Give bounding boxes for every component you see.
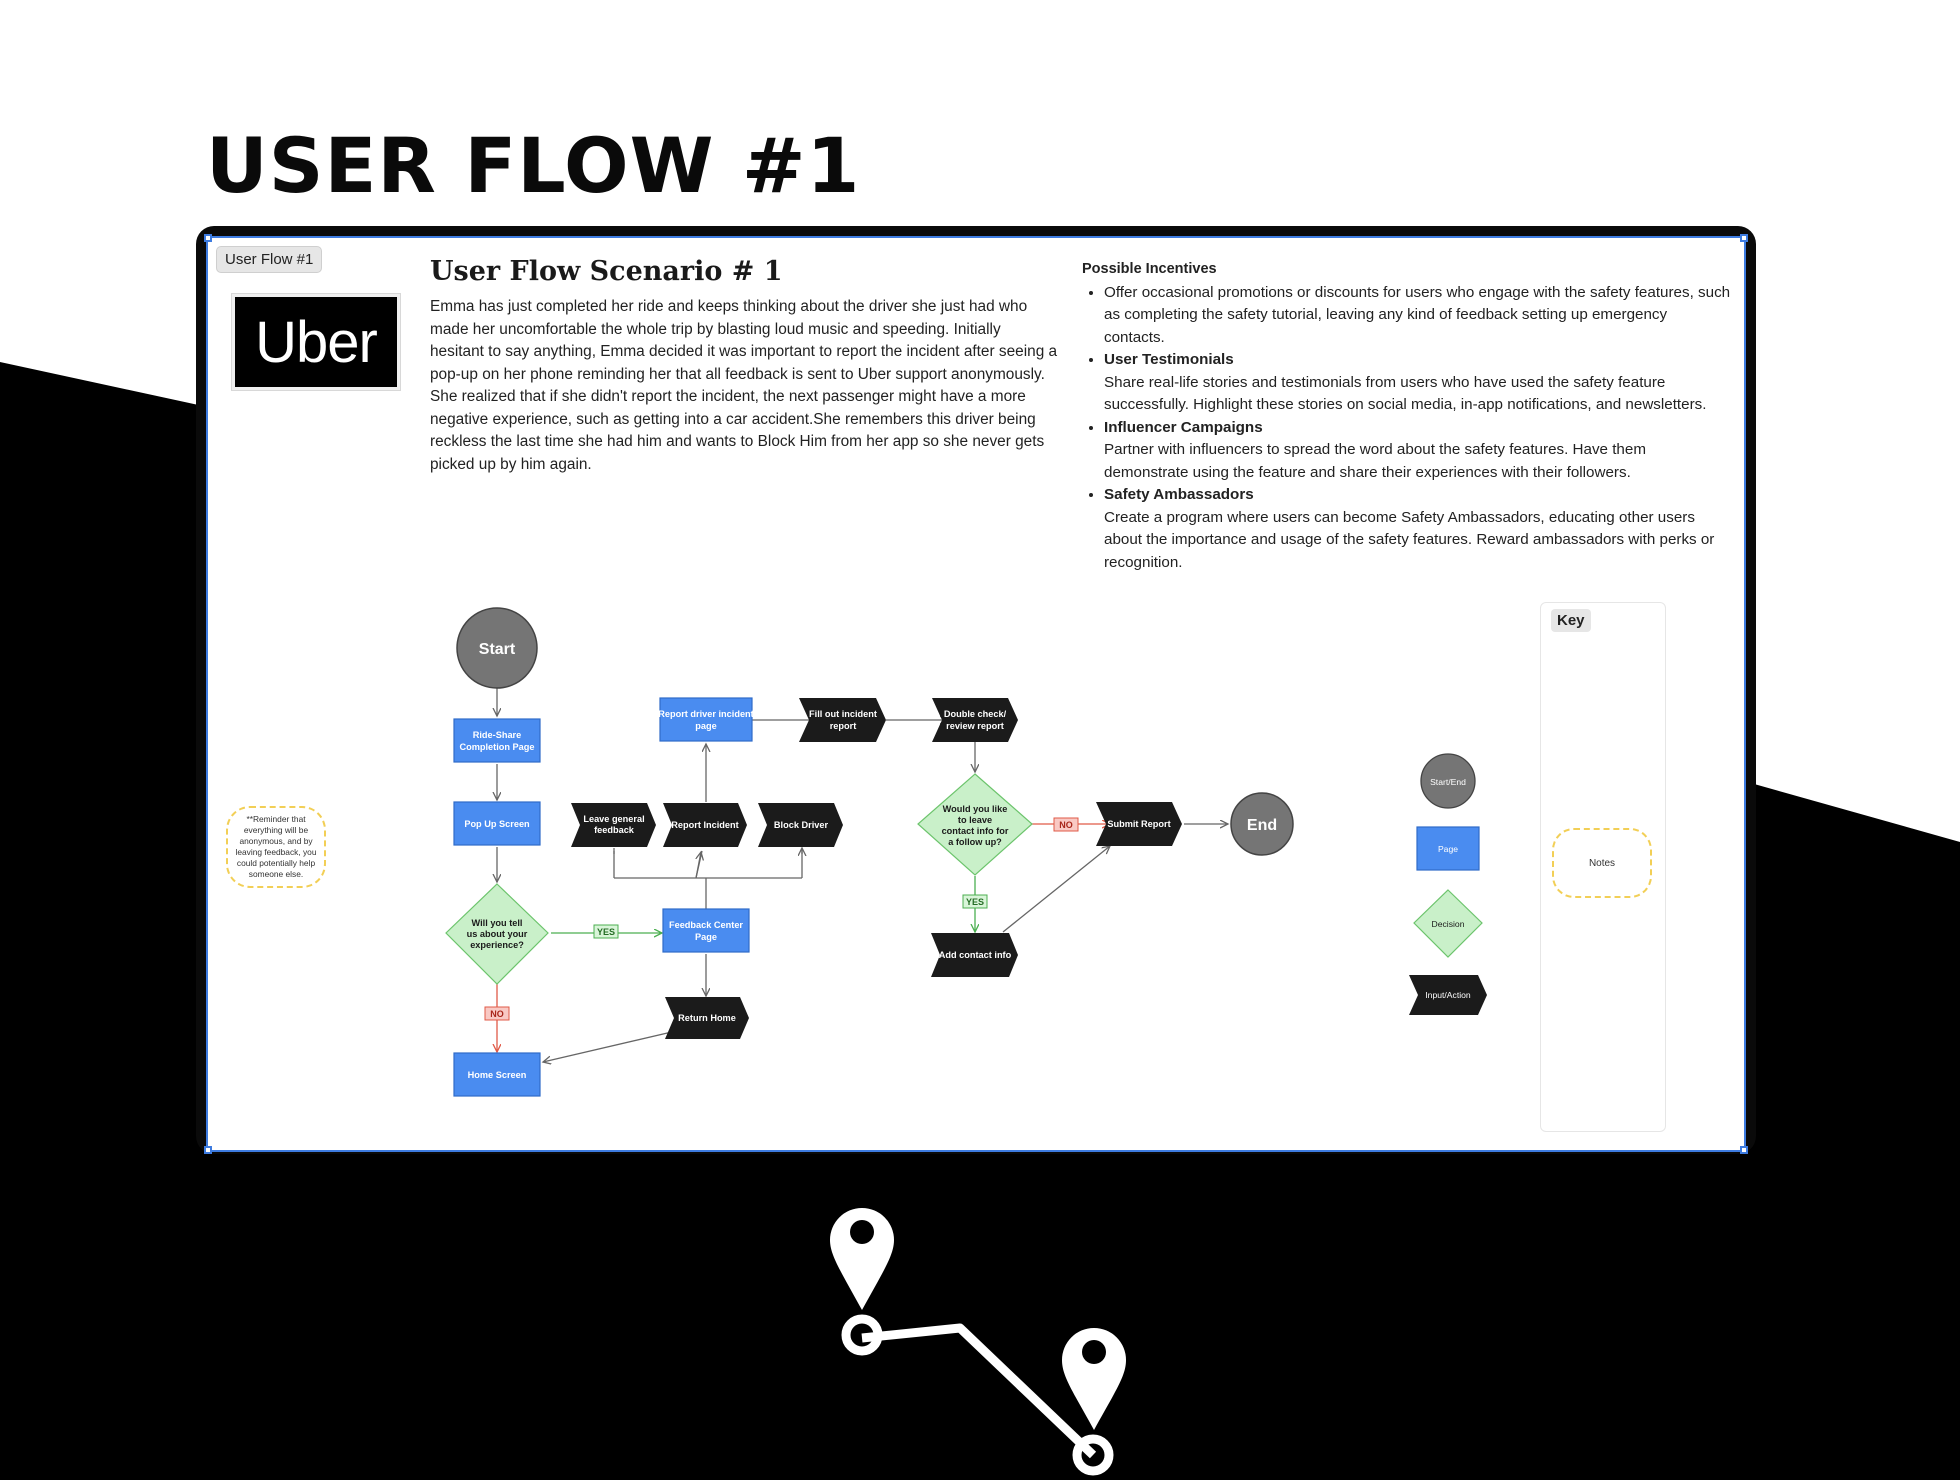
node-label: Leave general — [583, 814, 644, 824]
add-contact-info-action[interactable]: Add contact info — [931, 933, 1018, 977]
node-label: Return Home — [678, 1013, 736, 1023]
node-label: page — [695, 721, 716, 731]
key-panel: Key — [1540, 602, 1666, 1132]
no-label-box — [1053, 817, 1079, 832]
home-screen-page[interactable]: Home Screen — [453, 1052, 541, 1097]
node-label: Add contact info — [939, 950, 1012, 960]
fill-out-incident-report-action[interactable]: Fill out incident report — [799, 698, 886, 742]
connector — [613, 848, 802, 854]
key-label: Input/Action — [1425, 990, 1471, 1000]
flowchart: YES NO NO YES Start Ride-Share Completio… — [445, 607, 1487, 1097]
pop-up-screen-page[interactable]: Pop Up Screen — [453, 801, 541, 846]
flow-board[interactable]: User Flow #1 Uber User Flow Scenario # 1… — [204, 234, 1748, 1154]
yes-label: YES — [597, 927, 615, 937]
node-label: us about your — [467, 929, 528, 939]
node-label: Completion Page — [459, 742, 534, 752]
connector — [1002, 846, 1110, 933]
key-start-end: Start/End — [1420, 753, 1476, 809]
incentives-list: Offer occasional promotions or discounts… — [1082, 282, 1732, 575]
anonymity-note[interactable]: **Reminder that everything will be anony… — [226, 806, 326, 888]
node-label: Fill out incident — [809, 709, 877, 719]
node-label: feedback — [594, 825, 635, 835]
connector — [613, 850, 803, 909]
no-label: NO — [490, 1009, 504, 1019]
connector — [695, 852, 701, 879]
yes-label: YES — [966, 897, 984, 907]
incentive-body: Create a program where users can become … — [1104, 508, 1715, 571]
node-label: Will you tell — [472, 918, 523, 928]
incentive-heading: Influencer Campaigns — [1104, 418, 1263, 436]
node-label: Report driver incident — [658, 709, 753, 719]
submit-report-action[interactable]: Submit Report — [1096, 802, 1182, 846]
incentive-heading: Safety Ambassadors — [1104, 486, 1254, 503]
node-label: Block Driver — [774, 820, 829, 830]
incentives-section: Possible Incentives Offer occasional pro… — [1082, 258, 1732, 574]
feedback-center-page[interactable]: Feedback Center Page — [662, 908, 750, 953]
selection-handle[interactable] — [1740, 1146, 1748, 1154]
page-title: USER FLOW #1 — [206, 121, 861, 210]
incentive-body: Offer occasional promotions or discounts… — [1104, 283, 1731, 346]
key-label: Start/End — [1430, 777, 1466, 787]
end-label: End — [1247, 817, 1277, 834]
key-page: Page — [1416, 826, 1480, 871]
yes-label-box — [962, 894, 988, 909]
list-item: Offer occasional promotions or discounts… — [1104, 282, 1732, 350]
return-home-action[interactable]: Return Home — [665, 997, 749, 1039]
key-notes-shape: Notes — [1552, 828, 1652, 898]
node-label: Ride-Share — [473, 730, 522, 740]
node-label: Feedback Center — [669, 920, 743, 930]
key-label: Page — [1438, 844, 1458, 854]
selection-handle[interactable] — [204, 234, 212, 242]
incentives-title: Possible Incentives — [1082, 261, 1217, 277]
logo-text: Uber — [255, 309, 378, 375]
report-incident-action[interactable]: Report Incident — [663, 803, 747, 847]
block-driver-action[interactable]: Block Driver — [758, 803, 843, 847]
start-node[interactable]: Start — [456, 607, 538, 689]
node-label: Report Incident — [671, 820, 738, 830]
start-label: Start — [479, 641, 516, 658]
no-label: NO — [1059, 820, 1073, 830]
key-decision: Decision — [1413, 889, 1483, 958]
key-input-action: Input/Action — [1409, 975, 1487, 1015]
connector — [543, 1030, 677, 1062]
double-check-review-action[interactable]: Double check/ review report — [932, 698, 1018, 742]
node-label: to leave — [958, 815, 992, 825]
node-label: Page — [695, 932, 717, 942]
key-title: Key — [1551, 609, 1591, 632]
node-label: Home Screen — [468, 1070, 527, 1080]
ride-share-completion-page[interactable]: Ride-Share Completion Page — [453, 718, 541, 763]
end-node[interactable]: End — [1230, 792, 1294, 856]
frame-label[interactable]: User Flow #1 — [216, 246, 323, 273]
scenario-text: Emma has just completed her ride and kee… — [430, 298, 1058, 473]
report-driver-incident-page[interactable]: Report driver incident page — [658, 697, 754, 742]
node-label: experience? — [470, 940, 524, 950]
yes-label-box — [593, 924, 619, 939]
node-label: review report — [946, 721, 1004, 731]
node-label: Pop Up Screen — [464, 819, 530, 829]
selection-handle[interactable] — [1740, 234, 1748, 242]
incentive-heading: User Testimonials — [1104, 351, 1234, 368]
map-pin-icon — [830, 1208, 894, 1310]
incentive-body: Share real-life stories and testimonials… — [1104, 373, 1707, 414]
decision-contact-followup[interactable]: Would you like to leave contact info for… — [917, 773, 1033, 876]
no-label-box — [484, 1006, 510, 1021]
decision-tell-experience[interactable]: Will you tell us about your experience? — [445, 883, 549, 985]
node-label: Double check/ — [944, 709, 1007, 719]
incentive-body: Partner with influencers to spread the w… — [1104, 441, 1646, 481]
uber-logo: Uber — [232, 294, 400, 390]
scenario-title: User Flow Scenario # 1 — [430, 256, 783, 287]
map-pin-icon — [1062, 1328, 1126, 1430]
node-label: contact info for — [942, 826, 1009, 836]
selection-handle[interactable] — [204, 1146, 212, 1154]
route-icon — [830, 1208, 1126, 1476]
key-label: Decision — [1432, 919, 1465, 929]
node-label: a follow up? — [948, 837, 1002, 847]
node-label: Submit Report — [1107, 819, 1170, 829]
node-label: report — [830, 721, 857, 731]
node-label: Would you like — [943, 804, 1008, 814]
leave-general-feedback-action[interactable]: Leave general feedback — [571, 803, 656, 847]
